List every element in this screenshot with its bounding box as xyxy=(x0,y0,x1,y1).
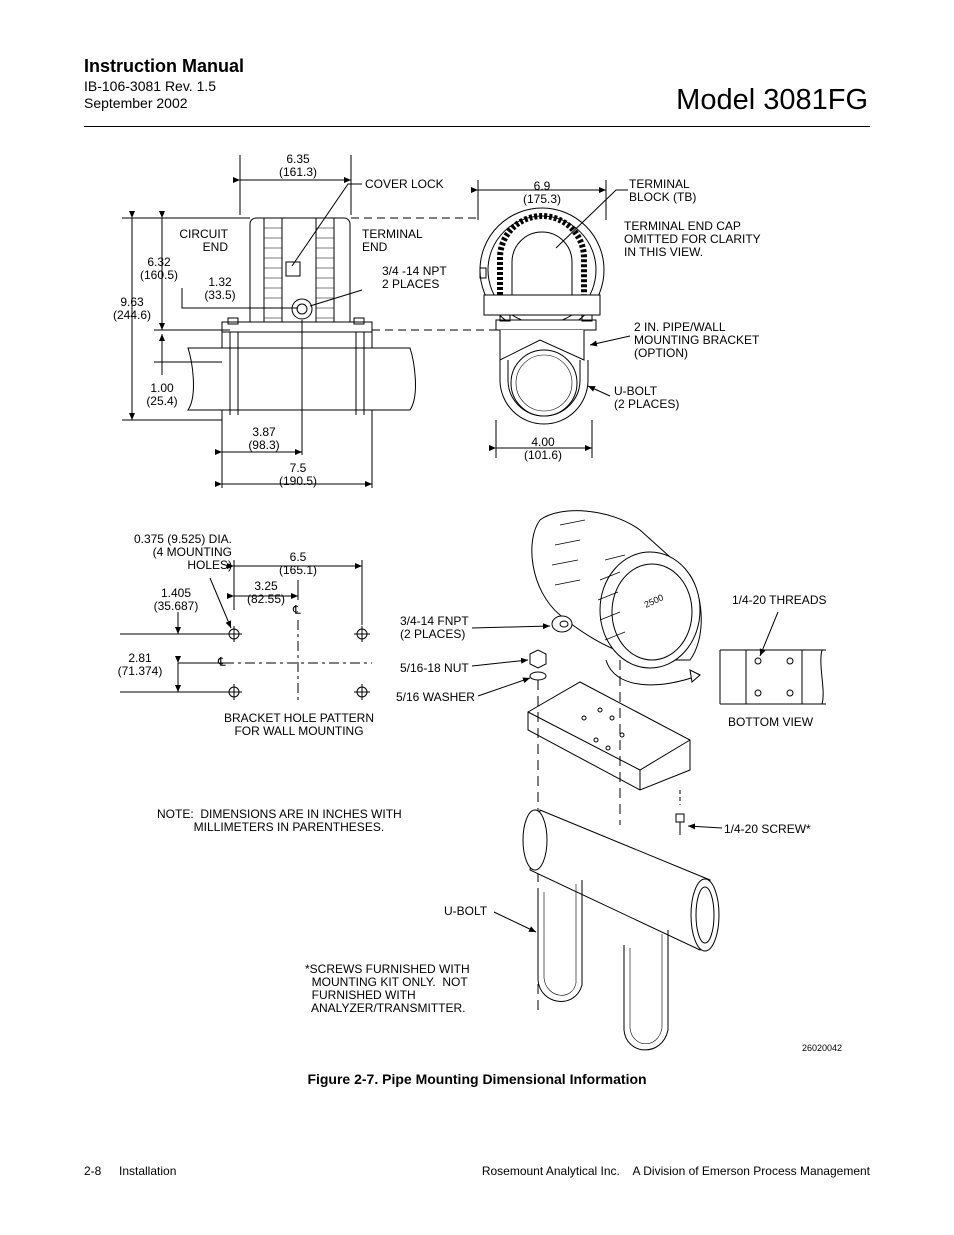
washer-label: 5/16 WASHER xyxy=(396,690,475,704)
width-dimension-69: 6.9 (175.3) xyxy=(522,179,562,206)
dimension-387: 3.87 (98.3) xyxy=(248,425,280,452)
dimension-281: 2.81 (71.374) xyxy=(117,651,163,678)
terminal-end-label: TERMINAL END xyxy=(362,227,423,254)
hole-pattern-drawing xyxy=(120,560,372,700)
dimensions-note: NOTE: DIMENSIONS ARE IN INCHES WITH MILL… xyxy=(157,807,402,834)
page-number: 2-8 xyxy=(84,1164,102,1178)
u-bolt-label-end-view: U-BOLT (2 PLACES) xyxy=(614,384,680,411)
screws-furnished-note: *SCREWS FURNISHED WITH MOUNTING KIT ONLY… xyxy=(305,962,470,1015)
height-dimension-963: 9.63 (244.6) xyxy=(112,295,152,322)
dimension-325: 3.25 (82.55) xyxy=(246,579,286,606)
width-dimension-635: 6.35 (161.3) xyxy=(278,152,318,179)
document-number: IB-106-3081 Rev. 1.5 xyxy=(84,78,217,94)
cover-lock-label: COVER LOCK xyxy=(365,177,444,191)
dimension-400: 4.00 (101.6) xyxy=(523,435,563,462)
circuit-end-label: CIRCUIT END xyxy=(179,227,228,254)
model-name: Model 3081FG xyxy=(676,84,868,116)
manual-title: Instruction Manual xyxy=(84,56,245,76)
height-dimension-632: 6.32 (160.5) xyxy=(139,255,179,282)
header-rule xyxy=(84,126,870,127)
hole-diameter-label: 0.375 (9.525) DIA. (4 MOUNTING HOLES) xyxy=(133,532,232,572)
dimension-75: 7.5 (190.5) xyxy=(278,461,318,488)
company-name: Rosemount Analytical Inc. A Division of … xyxy=(481,1164,870,1178)
dimension-100: 1.00 (25.4) xyxy=(146,381,178,408)
centerline-symbol-vertical: ℄ xyxy=(293,603,301,617)
figure-caption: Figure 2-7. Pipe Mounting Dimensional In… xyxy=(307,1071,647,1087)
bottom-view-label: BOTTOM VIEW xyxy=(728,715,814,729)
screw-label: 1/4-20 SCREW* xyxy=(724,822,811,836)
end-view-drawing xyxy=(471,180,631,458)
section-name: Installation xyxy=(119,1164,177,1178)
drawing-number: 26020042 xyxy=(802,1043,843,1053)
u-bolt-label-exploded: U-BOLT xyxy=(444,904,488,918)
npt-label: 3/4 -14 NPT 2 PLACES xyxy=(382,264,447,291)
nut-label: 5/16-18 NUT xyxy=(400,661,469,675)
side-view-drawing xyxy=(122,155,498,488)
fnpt-label: 3/4-14 FNPT (2 PLACES) xyxy=(400,614,469,641)
exploded-view-drawing: 2500 xyxy=(471,510,826,1051)
mounting-bracket-label: 2 IN. PIPE/WALL MOUNTING BRACKET (OPTION… xyxy=(634,320,760,360)
end-cap-note: TERMINAL END CAP OMITTED FOR CLARITY IN … xyxy=(624,219,761,259)
document-date: September 2002 xyxy=(84,95,188,111)
hole-pattern-title: BRACKET HOLE PATTERN FOR WALL MOUNTING xyxy=(223,711,375,738)
dimension-1405: 1.405 (35.687) xyxy=(153,586,199,613)
threads-label: 1/4-20 THREADS xyxy=(732,593,827,607)
dimension-65: 6.5 (165.1) xyxy=(278,550,318,577)
dimension-132: 1.32 (33.5) xyxy=(204,275,236,302)
centerline-symbol-horizontal: ℄ xyxy=(218,655,226,669)
terminal-block-label: TERMINAL BLOCK (TB) xyxy=(629,177,697,204)
